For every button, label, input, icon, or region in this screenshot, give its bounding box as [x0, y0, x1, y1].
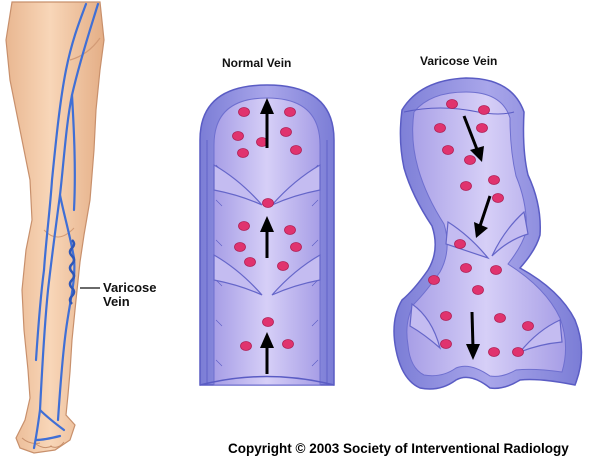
varicose-vein-title: Varicose Vein	[420, 54, 497, 68]
normal-vein-title: Normal Vein	[222, 56, 291, 70]
leg-callout-label-line1: Varicose	[103, 280, 157, 295]
leg-illustration	[6, 2, 104, 453]
leg-callout-label-line2: Vein	[103, 294, 130, 309]
varicose-vein-illustration	[394, 78, 582, 389]
copyright-notice: Copyright © 2003 Society of Intervention…	[228, 441, 569, 456]
